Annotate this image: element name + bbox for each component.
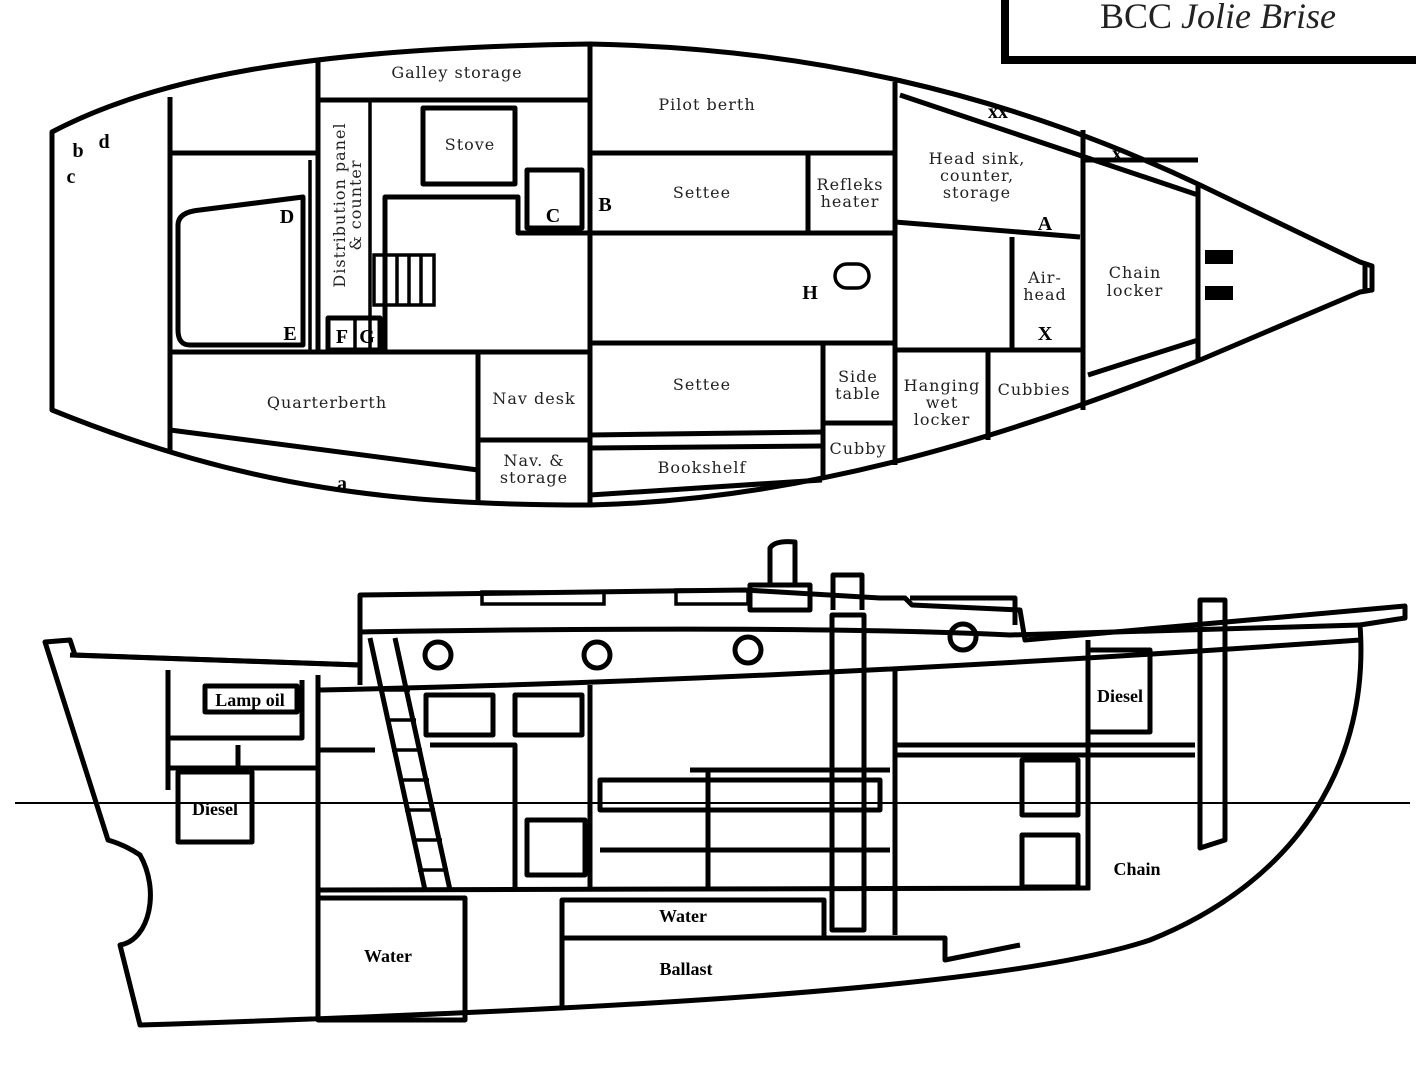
label-head-storage: storage: [943, 183, 1011, 202]
letter-d: d: [98, 131, 109, 153]
letter-xx: xx: [988, 101, 1008, 123]
label-hanging: Hanging: [904, 376, 981, 395]
label-nav-desk: Nav desk: [492, 389, 575, 408]
label-head-sink: Head sink,: [929, 149, 1026, 168]
letter-E: E: [283, 323, 296, 345]
label-cubbies: Cubbies: [998, 380, 1071, 399]
label-cubby: Cubby: [829, 439, 886, 458]
label-pilot-berth: Pilot berth: [658, 95, 755, 114]
label-heater: heater: [821, 192, 880, 211]
label-stove: Stove: [445, 135, 496, 154]
svg-text:Distribution panel: Distribution panel: [330, 122, 349, 287]
letter-a: a: [337, 473, 347, 495]
label-refleks: Refleks: [817, 175, 884, 194]
label-chain: Chain: [1113, 859, 1160, 879]
plan-view: Galley storage Pilot berth Stove Distrib…: [49, 41, 1375, 508]
title-box: BCC Jolie Brise: [1001, 0, 1416, 64]
letter-F: F: [336, 326, 348, 348]
letter-B: B: [598, 194, 611, 216]
label-water-mid: Water: [659, 906, 707, 926]
letter-G: G: [359, 326, 375, 348]
letter-D: D: [280, 206, 294, 228]
label-nav-storage-1: Nav. &: [503, 451, 564, 470]
label-air: Air-: [1027, 268, 1062, 287]
profile-hull-outline: [42, 587, 1408, 1028]
profile-view: Lamp oil Diesel Diesel Water Water Balla…: [15, 539, 1410, 1028]
label-distribution-panel: Distribution panel & counter: [330, 122, 365, 287]
label-bookshelf: Bookshelf: [658, 458, 747, 477]
label-chain: Chain: [1109, 263, 1162, 282]
label-water-aft: Water: [364, 946, 412, 966]
label-diesel-fwd: Diesel: [1097, 686, 1143, 706]
letter-x: x: [1112, 143, 1122, 165]
letter-X: X: [1038, 323, 1053, 345]
label-ballast: Ballast: [659, 959, 712, 979]
plan-hull-outline: [49, 41, 1375, 508]
label-lamp-oil: Lamp oil: [215, 690, 285, 710]
label-head: head: [1023, 285, 1067, 304]
label-wet: wet: [926, 393, 959, 412]
label-diesel-aft: Diesel: [192, 799, 238, 819]
label-table: table: [835, 384, 881, 403]
label-settee-bottom: Settee: [673, 375, 731, 394]
label-galley-storage: Galley storage: [391, 63, 522, 82]
svg-text:& counter: & counter: [346, 159, 365, 250]
label-head-counter: counter,: [940, 166, 1014, 185]
label-nav-storage-2: storage: [500, 468, 568, 487]
label-settee-top: Settee: [673, 183, 731, 202]
letter-b: b: [72, 140, 83, 162]
label-locker: locker: [1107, 281, 1164, 300]
label-locker-wet: locker: [914, 410, 971, 429]
letter-c: c: [67, 166, 76, 188]
letter-C: C: [546, 205, 560, 227]
title-text: BCC Jolie Brise: [1100, 0, 1336, 36]
label-side: Side: [838, 367, 878, 386]
letter-H: H: [802, 282, 818, 304]
letter-A: A: [1038, 213, 1053, 235]
label-quarterberth: Quarterberth: [267, 393, 387, 412]
